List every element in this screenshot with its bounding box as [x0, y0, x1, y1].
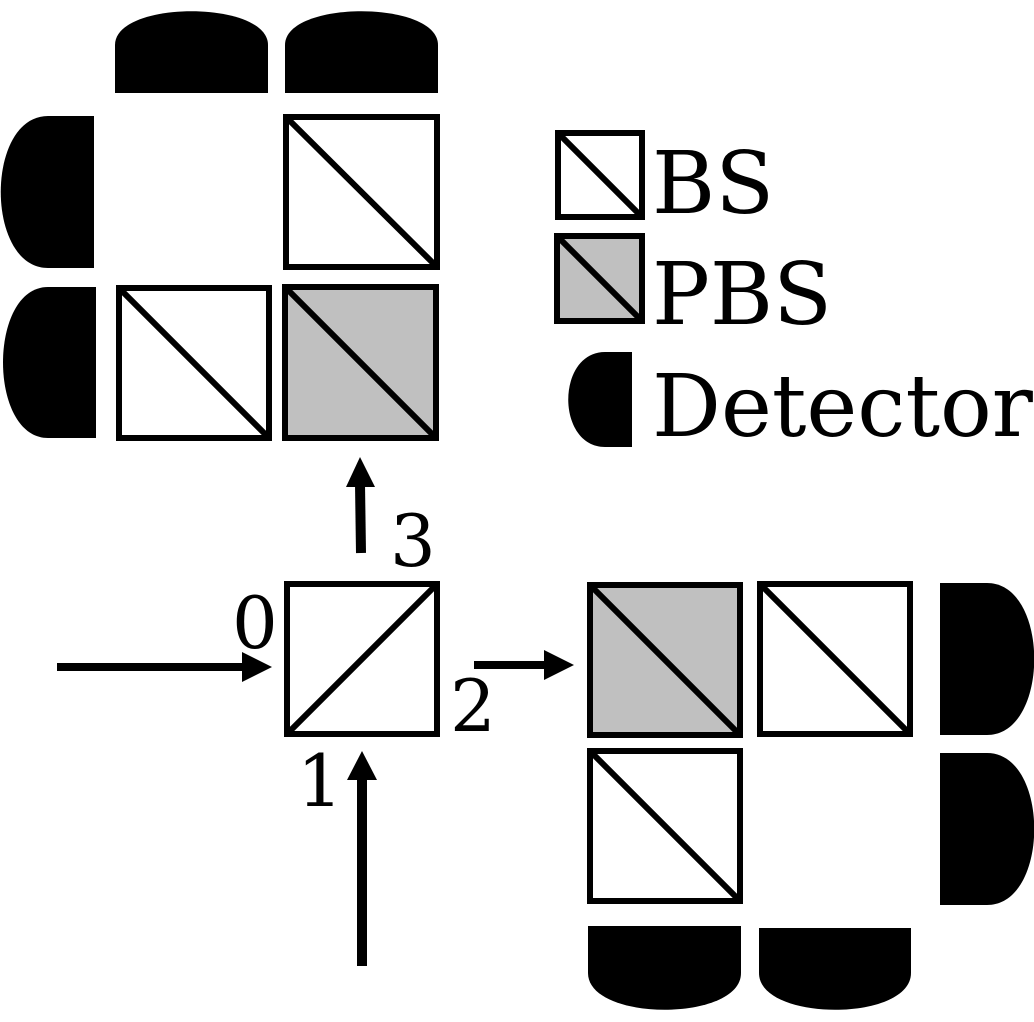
polarizing-beam-splitter-pbs: [587, 582, 743, 738]
detector-icon: [115, 11, 268, 93]
legend-item-detector: Detector: [568, 352, 1034, 457]
legend: BS PBS Detector: [554, 130, 1034, 457]
port-1-arrow: [347, 751, 377, 966]
port-label-3: 3: [390, 499, 436, 583]
port-label-0: 0: [232, 581, 278, 665]
port-2-arrow: [474, 650, 574, 680]
detector-icon: [0, 116, 94, 268]
detector-icon: [588, 926, 741, 1010]
bottom-right-module: [587, 581, 1034, 1010]
polarizing-beam-splitter-icon: [554, 233, 645, 324]
central-beam-splitter: [284, 581, 440, 737]
legend-item-bs: BS: [555, 130, 774, 234]
beam-splitter-bs: [587, 748, 743, 904]
beam-splitter-bs: [283, 114, 440, 270]
beam-splitter-bs: [757, 581, 913, 737]
beam-splitter-bs: [116, 285, 272, 441]
detector-icon: [3, 287, 96, 438]
detector-icon: [940, 753, 1034, 905]
beam-splitter-icon: [555, 130, 645, 220]
port-label-1: 1: [297, 739, 343, 823]
detector-icon: [285, 11, 438, 93]
port-label-2: 2: [450, 664, 496, 748]
detector-icon: [759, 928, 911, 1010]
legend-label-detector: Detector: [652, 357, 1034, 457]
legend-label-pbs: PBS: [652, 245, 832, 345]
port-3-arrow: [346, 457, 375, 554]
detector-icon: [568, 352, 632, 447]
port-0-arrow: [57, 652, 272, 682]
legend-label-bs: BS: [652, 134, 774, 234]
top-left-module: [0, 11, 440, 441]
legend-item-pbs: PBS: [554, 233, 832, 345]
detector-icon: [940, 583, 1034, 735]
polarizing-beam-splitter-pbs: [282, 284, 439, 441]
